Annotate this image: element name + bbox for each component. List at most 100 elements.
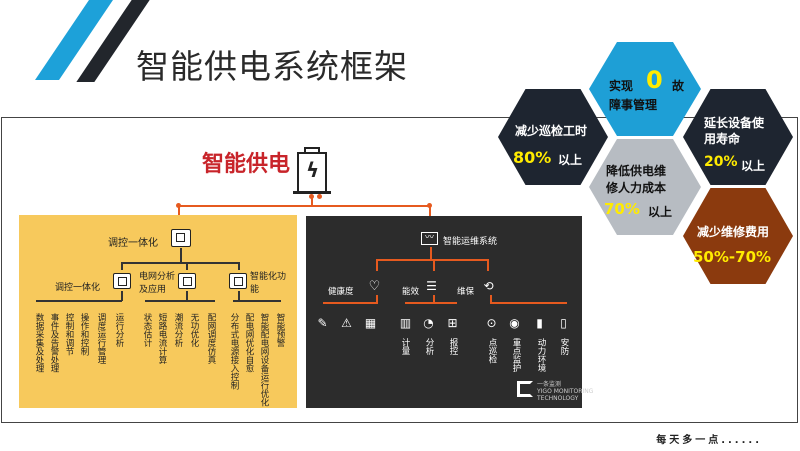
grid-col: 配网调度仿真 <box>206 313 216 364</box>
dispatch-col: 事件及告警处理 <box>49 313 59 373</box>
alarm-icon: ⚠ <box>341 316 352 330</box>
connector <box>433 295 435 303</box>
grid-col: 短路电流计算 <box>157 313 167 364</box>
hex-zero-mid: 故 <box>672 79 685 93</box>
connector <box>376 295 378 303</box>
hex-labor-title: 降低供电维 修人力成本 <box>606 164 667 195</box>
grid-col: 潮流分析 <box>173 313 183 347</box>
dispatch-panel <box>19 215 297 408</box>
smart-col: 分布式电源接入控制 <box>229 313 239 390</box>
smart-function-icon <box>229 273 247 289</box>
connector-dot <box>427 203 432 208</box>
hex-zero-top: 实现 <box>609 79 634 93</box>
smart-col: 智能配电网设备运行优化 <box>259 313 269 407</box>
connector <box>323 302 378 304</box>
page-title: 智能供电系统框架 <box>136 47 408 86</box>
location-icon: ⊙ <box>486 316 497 330</box>
connector <box>238 291 240 301</box>
connector <box>121 291 123 301</box>
connector <box>311 196 313 206</box>
center-title: 智能供电 <box>202 152 291 177</box>
monitor-icon: 〰 <box>421 232 438 245</box>
grid-col: 无功优化 <box>189 313 199 347</box>
ops-col: 重点监护 <box>511 338 521 372</box>
dispatch-col: 控制和调节 <box>64 313 74 356</box>
icu-icon: ◉ <box>509 316 520 330</box>
connector <box>121 262 239 264</box>
hex-labor-value: 70% <box>604 200 640 218</box>
dispatch-col: 调度运行管理 <box>96 313 106 364</box>
connector <box>430 247 432 259</box>
hex-labor-suffix: 以上 <box>648 205 673 219</box>
hex-inspection-suffix: 以上 <box>558 153 583 167</box>
edit-icon: ✎ <box>317 316 328 330</box>
ops-top-label: 智能运维系统 <box>443 237 498 247</box>
ops-col: 点巡检 <box>487 338 497 364</box>
ops-panel <box>306 216 582 408</box>
smart-col: 配电网优化自愈 <box>244 313 254 373</box>
connector <box>433 259 435 271</box>
hex-zero-fault <box>589 42 701 136</box>
diagram-frame <box>1 117 798 423</box>
dispatch-top-label: 调控一体化 <box>108 238 158 249</box>
connector <box>178 205 180 217</box>
connector <box>36 300 122 302</box>
recycle-icon: ⟲ <box>483 279 494 293</box>
grid-col: 状态估计 <box>142 313 152 347</box>
hex-zero-bottom: 障事管理 <box>609 98 658 112</box>
efficiency-label: 能效 <box>402 287 420 297</box>
ops-col: 安防 <box>559 338 569 355</box>
ops-col: 分析 <box>424 338 434 355</box>
connector <box>233 300 281 302</box>
smart-col: 智能预警 <box>275 313 285 347</box>
ops-col: 计量 <box>400 338 410 355</box>
power-building-icon: ϟ <box>293 147 331 194</box>
sub-dispatch-icon <box>113 273 131 289</box>
connector <box>490 295 492 303</box>
connector <box>405 302 457 304</box>
hex-lifespan-value: 20% <box>704 154 738 170</box>
connector <box>121 262 123 270</box>
dispatch-icon <box>171 229 191 247</box>
dispatch-col: 操作和控制 <box>79 313 89 356</box>
grid-analysis-icon <box>178 273 196 289</box>
connector-dot <box>317 194 322 199</box>
connector <box>180 248 182 262</box>
connector <box>429 205 431 217</box>
sub-dispatch-label: 调控一体化 <box>55 283 101 293</box>
connector <box>490 302 567 304</box>
connector-dot <box>176 203 181 208</box>
dispatch-col: 运行分析 <box>114 313 124 347</box>
connector-dot <box>309 194 314 199</box>
chart-icon: ▦ <box>364 316 377 330</box>
connector <box>487 259 489 271</box>
meter-icon: ▥ <box>399 316 412 330</box>
company-logo-text: 一条监测 YIGO MONITORING TECHNOLOGY <box>537 381 594 402</box>
connector <box>145 300 215 302</box>
connector <box>376 259 378 271</box>
ops-col: 动力环境 <box>536 338 546 372</box>
hex-inspection-value: 80% <box>513 148 552 167</box>
hex-inspection-title: 减少巡检工时 <box>515 124 588 138</box>
health-label: 健康度 <box>328 287 354 297</box>
heart-icon: ♡ <box>368 279 381 294</box>
hex-cost-value: 50%-70% <box>693 248 772 266</box>
hex-labor <box>589 139 701 235</box>
battery-icon: ▮ <box>536 316 543 330</box>
stack-icon: ☰ <box>426 279 437 293</box>
grid-analysis-label: 电网分析 及应用 <box>139 272 176 295</box>
hex-cost-title: 减少维修费用 <box>697 225 770 239</box>
connector <box>178 205 430 207</box>
connector <box>186 262 188 270</box>
company-logo <box>517 381 533 397</box>
ops-col: 报控 <box>448 338 458 355</box>
hex-lifespan-suffix: 以上 <box>741 159 766 173</box>
hex-lifespan-title: 延长设备使 用寿命 <box>704 116 765 146</box>
maintenance-label: 维保 <box>457 287 475 297</box>
pie-icon: ◔ <box>423 316 434 330</box>
connector <box>376 259 488 261</box>
footer-slogan: 每天多一点...... <box>656 435 762 446</box>
grid-icon: ⊞ <box>447 316 458 330</box>
smart-function-label: 智能化功 能 <box>250 272 287 295</box>
